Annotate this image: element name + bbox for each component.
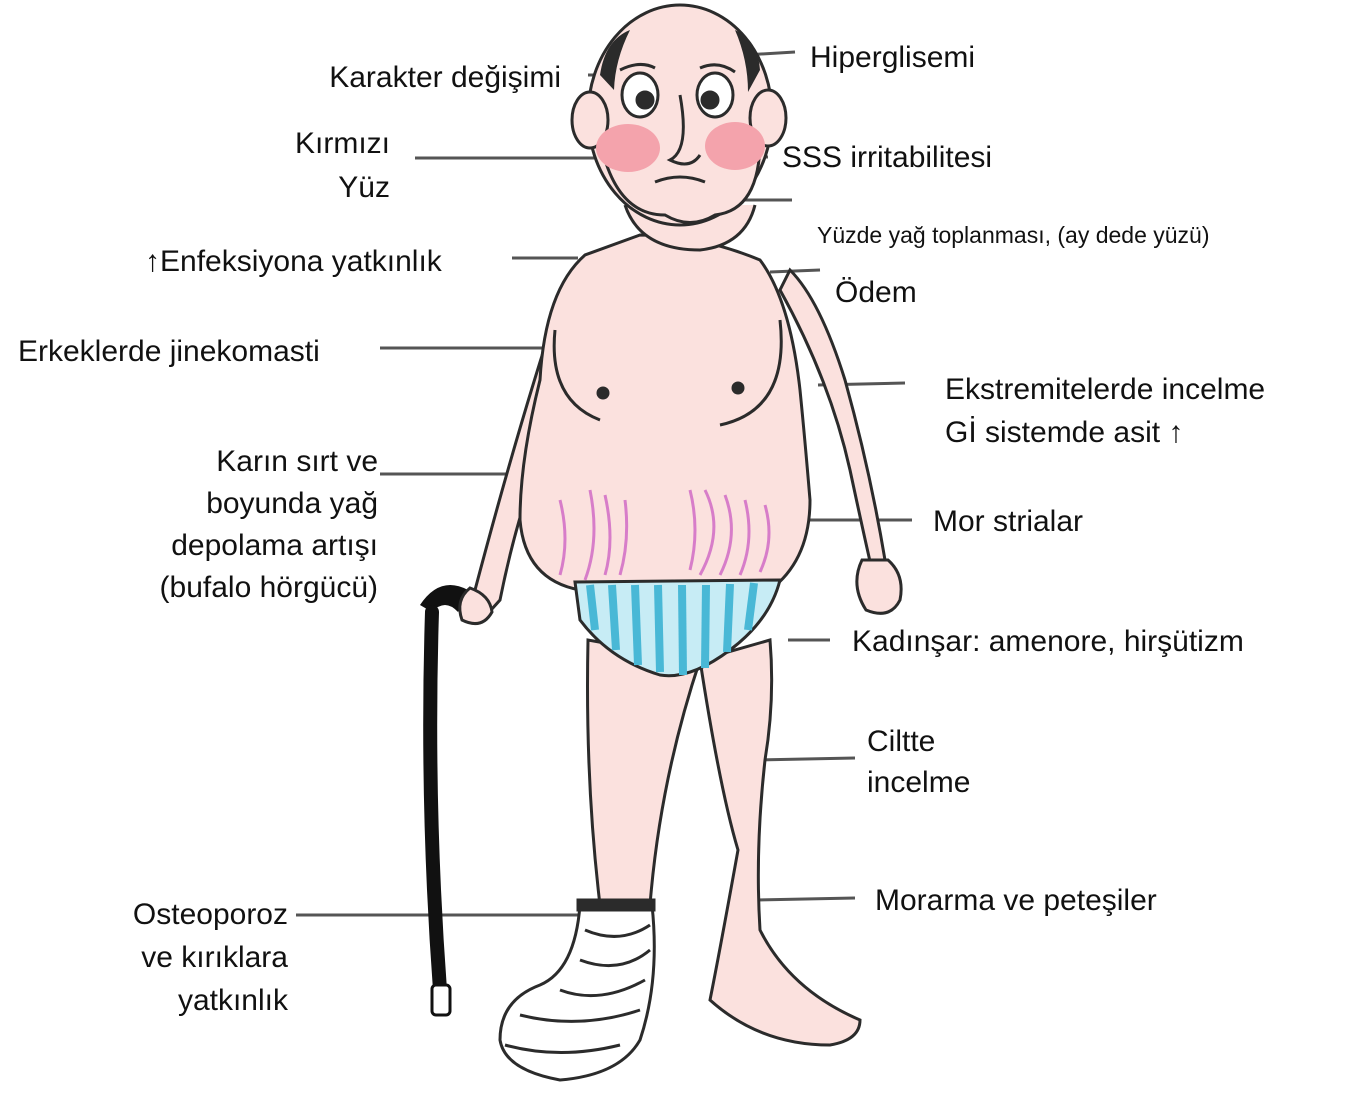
label-kadin: Kadınşar: amenore, hirşütizm — [852, 622, 1244, 662]
label-odem: Ödem — [835, 273, 917, 313]
label-karin-1: Karın sırt ve — [216, 442, 378, 482]
arrow-up-icon: ↑ — [145, 245, 160, 278]
label-gi: Gİ sistemde asit ↑ — [945, 413, 1183, 453]
label-morarma: Morarma ve peteşiler — [875, 881, 1157, 921]
label-karin-4: (bufalo hörgücü) — [160, 568, 378, 608]
label-enfeksiyon-text: Enfeksiyona yatkınlık — [160, 245, 442, 278]
leg-cast — [500, 900, 654, 1080]
label-karakter: Karakter değişimi — [329, 58, 561, 98]
label-ekstremite: Ekstremitelerde incelme — [945, 370, 1265, 410]
walking-cane — [420, 585, 468, 1015]
arrow-up-icon: ↑ — [1168, 416, 1183, 449]
label-ciltte-1: Ciltte — [867, 722, 935, 762]
label-yuzde: Yüzde yağ toplanması, (ay dede yüzü) — [817, 220, 1210, 250]
label-osteo-2: ve kırıklara — [141, 938, 288, 978]
label-gi-text: Gİ sistemde asit — [945, 416, 1160, 449]
label-karin-2: boyunda yağ — [206, 484, 378, 524]
label-jinekomasti: Erkeklerde jinekomasti — [18, 332, 320, 372]
label-osteo-3: yatkınlık — [178, 981, 288, 1021]
label-hiperglisemi: Hiperglisemi — [810, 38, 975, 78]
label-ciltte-2: incelme — [867, 763, 970, 803]
label-karin-3: depolama artışı — [171, 526, 378, 566]
label-mor-strialar: Mor strialar — [933, 502, 1083, 542]
label-kirmizi-1: Kırmızı — [295, 124, 390, 164]
label-osteo-1: Osteoporoz — [133, 895, 288, 935]
label-sss: SSS irritabilitesi — [782, 138, 992, 178]
label-kirmizi-2: Yüz — [338, 168, 390, 208]
label-enfeksiyon: ↑Enfeksiyona yatkınlık — [145, 242, 442, 282]
